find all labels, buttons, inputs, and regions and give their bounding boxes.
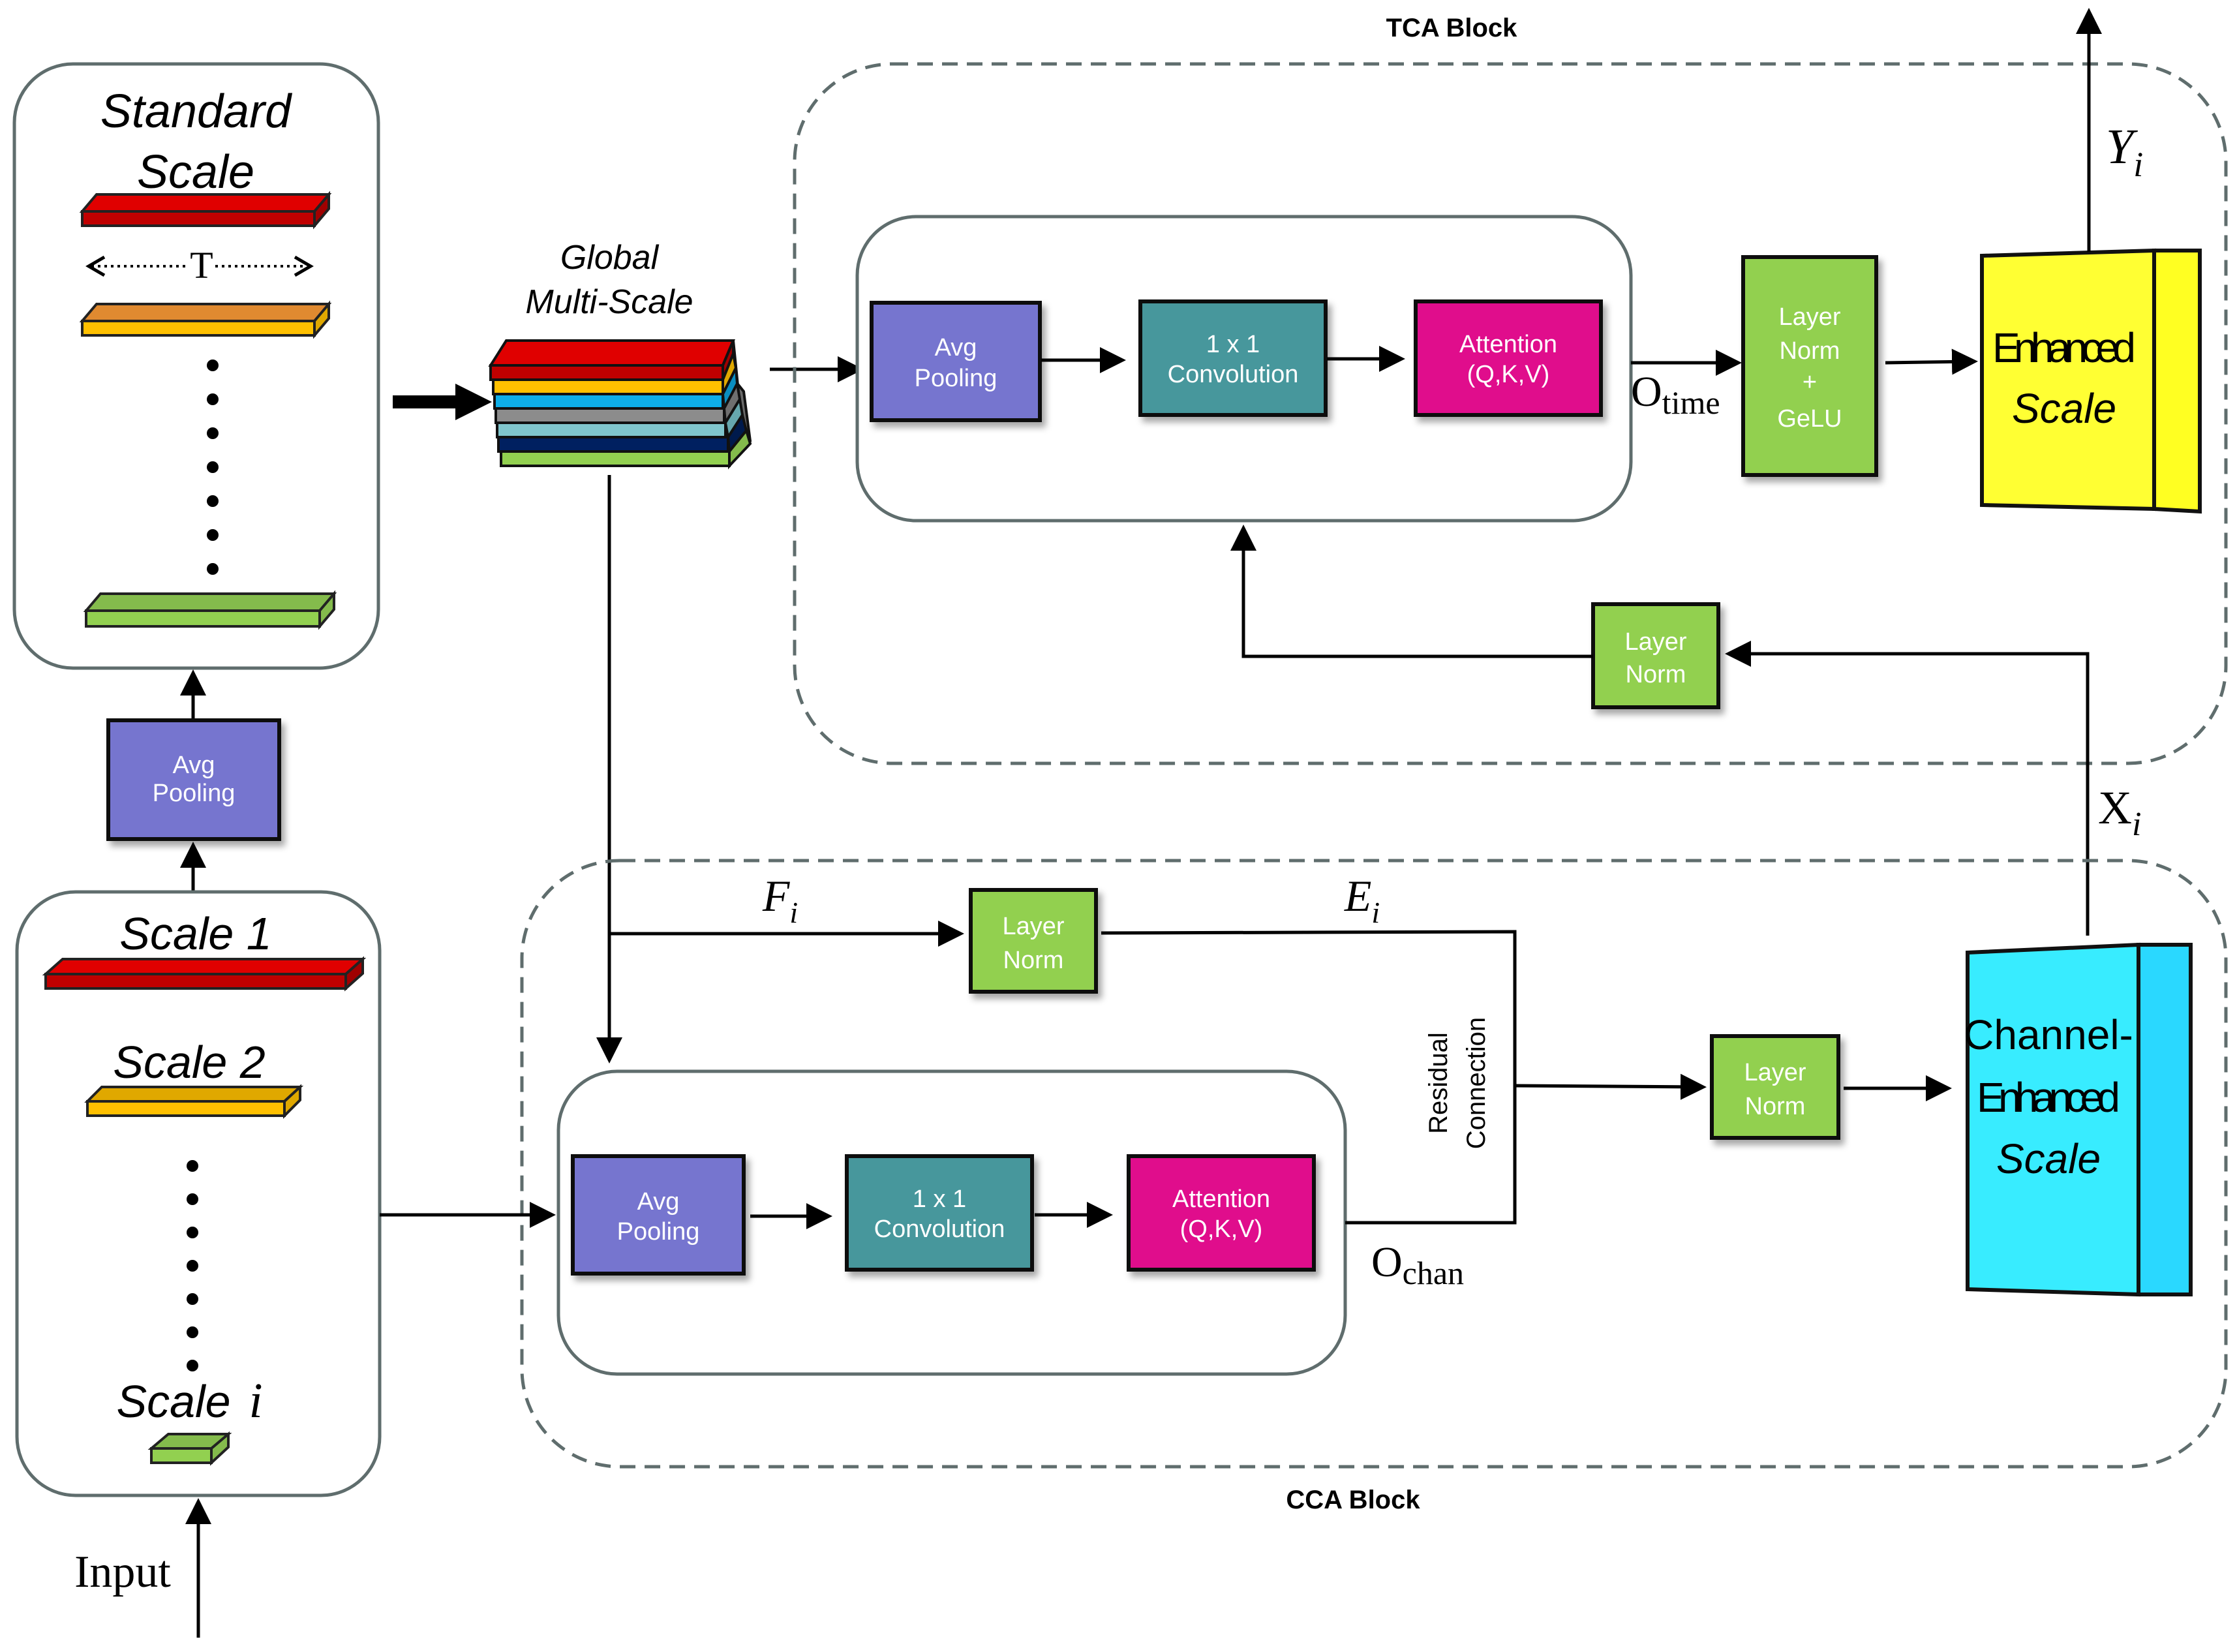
arrow-x-to-tca-ln: [1725, 641, 2090, 936]
standard-scale-panel: Standard Scale T: [12, 62, 380, 670]
cca-avg-pooling-box: [571, 1154, 746, 1276]
standard-scale-title-line2: Scale: [137, 146, 254, 198]
tca-attention-box: [1414, 299, 1603, 417]
input-scales-panel: Scale 1 Scale 2 Scale i: [15, 890, 382, 1497]
ln-gelu-line2: Norm: [1780, 337, 1840, 365]
tca-attn-line2: (Q,K,V): [1467, 361, 1550, 388]
cca-layernorm-right-box: [1710, 1034, 1840, 1140]
channel-line2: Enhanced: [1977, 1074, 2120, 1121]
standard-bar-orange: [79, 300, 332, 339]
arrow-ln-to-tca-inner: [1230, 525, 1593, 658]
tca-conv-line2: Convolution: [1168, 361, 1299, 388]
tca-layernorm-box: [1591, 602, 1720, 709]
cca-block-container: [520, 859, 2228, 1469]
ellipsis-dots: [207, 359, 219, 575]
standard-scale-title-line1: Standard: [100, 85, 292, 138]
global-label-line1: Global: [560, 239, 660, 277]
avg-pooling-left-box: [106, 718, 281, 841]
tca-conv-line1: 1 x 1: [1206, 331, 1260, 358]
enhanced-line2: Scale: [2012, 385, 2116, 432]
svg-text:Connection: Connection: [1462, 1017, 1491, 1149]
ln-gelu-line4: GeLU: [1777, 405, 1842, 433]
global-label-line2: Multi-Scale: [525, 283, 693, 321]
e-label: Ei: [1344, 871, 1380, 929]
t-label: T: [190, 244, 213, 286]
tca-ln-line2: Norm: [1626, 661, 1686, 688]
cca-avg-line2: Pooling: [617, 1218, 700, 1246]
o-time-label: Otime: [1631, 368, 1720, 421]
scale-1-bar: [42, 956, 367, 992]
x-label: Xi: [2098, 782, 2141, 843]
time-length-indicator: T: [85, 244, 314, 286]
cca-avg-line1: Avg: [637, 1188, 680, 1216]
svg-text:Residual: Residual: [1424, 1032, 1453, 1134]
global-multi-scale-stack: [488, 339, 752, 470]
scale-2-bar: [84, 1084, 304, 1119]
arrow-ln-gelu-to-enhanced: [1885, 348, 1978, 375]
standard-bar-red: [79, 191, 332, 230]
ellipsis-dots-scales: [187, 1160, 198, 1371]
input-label: Input: [74, 1547, 171, 1597]
cca-conv-line1: 1 x 1: [913, 1185, 966, 1213]
arrow-residual-to-ln: [1514, 1073, 1707, 1100]
residual-connection-label: Residual Connection: [1424, 1017, 1491, 1149]
channel-line1: Channel-: [1964, 1011, 2133, 1058]
scale-i-label: Scale: [116, 1376, 230, 1427]
input-scales-container: [15, 890, 382, 1497]
tca-avg-pooling-box: [870, 301, 1042, 422]
cca-attention-box: [1127, 1154, 1316, 1272]
scale-2-label: Scale 2: [113, 1037, 265, 1088]
scale-i-symbol: i: [249, 1373, 262, 1428]
cca-ln-right-line1: Layer: [1744, 1059, 1806, 1086]
cca-ln-top-line1: Layer: [1002, 913, 1064, 940]
cca-ln-right-line2: Norm: [1745, 1093, 1806, 1120]
o-chan-label: Ochan: [1371, 1238, 1464, 1291]
avg-pooling-left-line2: Pooling: [153, 780, 236, 807]
channel-enhanced-scale-box: [1966, 942, 2193, 1297]
avg-pooling-left-line1: Avg: [173, 752, 215, 779]
cca-attn-line2: (Q,K,V): [1180, 1216, 1263, 1243]
ln-gelu-line1: Layer: [1778, 303, 1840, 331]
tca-avg-line2: Pooling: [915, 365, 997, 392]
tca-block-title: TCA Block: [1386, 14, 1518, 42]
thick-arrow-to-global: [393, 384, 492, 420]
tca-layernorm-gelu-box: [1741, 255, 1878, 477]
scale-i-bar: [147, 1431, 232, 1466]
cca-conv-box: [845, 1154, 1034, 1272]
scale-1-label: Scale 1: [119, 908, 271, 959]
tca-conv-box: [1138, 299, 1328, 417]
cca-block-title: CCA Block: [1286, 1486, 1420, 1514]
tca-ln-line1: Layer: [1624, 628, 1686, 656]
cca-ln-top-line2: Norm: [1003, 947, 1064, 974]
ln-gelu-line3: +: [1803, 369, 1817, 396]
standard-bar-green: [83, 590, 337, 630]
enhanced-line1: Enhanced: [1992, 324, 2136, 371]
cca-attn-line1: Attention: [1172, 1185, 1270, 1213]
enhanced-scale-box: [1980, 248, 2202, 514]
cca-conv-line2: Convolution: [874, 1216, 1005, 1243]
y-label: Yi: [2106, 119, 2143, 184]
tca-avg-line1: Avg: [935, 334, 977, 361]
channel-line3: Scale: [1996, 1135, 2101, 1182]
f-label: Fi: [762, 871, 798, 929]
cca-layernorm-top-box: [969, 888, 1098, 994]
tca-attn-line1: Attention: [1459, 331, 1557, 358]
tca-block-container: [793, 62, 2228, 765]
